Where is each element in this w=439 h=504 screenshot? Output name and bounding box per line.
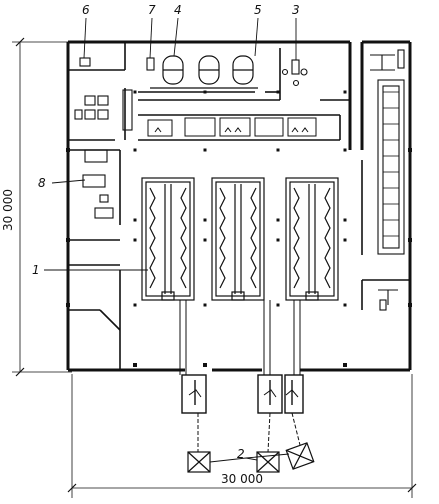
label-5: 5 xyxy=(254,3,262,17)
bay-outer xyxy=(285,177,339,301)
column xyxy=(408,238,412,242)
column xyxy=(343,363,347,367)
column xyxy=(133,238,137,242)
entry-gates xyxy=(181,374,304,414)
bay-end-block xyxy=(161,291,175,301)
column xyxy=(203,148,207,152)
conveyor xyxy=(377,79,405,255)
dimension-lines xyxy=(12,37,417,498)
bay-inner xyxy=(145,181,191,297)
bay-inner xyxy=(289,181,335,297)
bay-zigzag-left xyxy=(293,187,300,289)
hoppers xyxy=(187,442,315,473)
column xyxy=(276,218,280,222)
label-7: 7 xyxy=(148,3,156,17)
column xyxy=(66,303,70,307)
right-fixtures xyxy=(370,49,405,311)
column xyxy=(203,218,207,222)
bay-inner xyxy=(215,181,261,297)
bay-zigzag-left xyxy=(219,187,226,289)
width-dimension: 30 000 xyxy=(221,472,263,486)
label-8: 8 xyxy=(38,176,46,190)
office-rooms xyxy=(147,117,317,137)
label-2: 2 xyxy=(237,447,245,461)
column xyxy=(133,303,137,307)
bay-end-block xyxy=(305,291,319,301)
label-6: 6 xyxy=(82,3,90,17)
assembly-bays xyxy=(141,177,339,301)
leader-lines xyxy=(44,17,297,463)
column xyxy=(343,238,347,242)
column xyxy=(408,303,412,307)
column xyxy=(408,148,412,152)
label-1: 1 xyxy=(32,263,40,277)
column xyxy=(343,218,347,222)
column xyxy=(133,148,137,152)
column xyxy=(133,90,137,94)
bay-outer xyxy=(211,177,265,301)
column xyxy=(133,218,137,222)
bay-zigzag-right xyxy=(180,187,187,289)
column xyxy=(276,148,280,152)
bay-end-block xyxy=(231,291,245,301)
column xyxy=(276,238,280,242)
column xyxy=(66,148,70,152)
column xyxy=(343,303,347,307)
bay-zigzag-right xyxy=(250,187,257,289)
column xyxy=(276,90,280,94)
column xyxy=(203,90,207,94)
column xyxy=(276,303,280,307)
feed-lines xyxy=(197,412,301,455)
label-3: 3 xyxy=(292,3,300,17)
conveyor-segments xyxy=(383,91,399,237)
column xyxy=(203,238,207,242)
label-4: 4 xyxy=(174,3,182,17)
rail-tracks xyxy=(179,300,301,375)
bay-zigzag-left xyxy=(149,187,156,289)
equipment xyxy=(79,57,308,87)
height-dimension: 30 000 xyxy=(1,189,15,231)
interior-walls xyxy=(68,42,410,370)
outer-walls xyxy=(66,40,412,372)
column-grid xyxy=(66,90,412,367)
column xyxy=(203,363,207,367)
bay-outer xyxy=(141,177,195,301)
bay-zigzag-right xyxy=(324,187,331,289)
column xyxy=(203,303,207,307)
column xyxy=(66,238,70,242)
column xyxy=(343,90,347,94)
room-equipment xyxy=(74,89,133,219)
tanks xyxy=(150,55,258,89)
column xyxy=(343,148,347,152)
column xyxy=(133,363,137,367)
